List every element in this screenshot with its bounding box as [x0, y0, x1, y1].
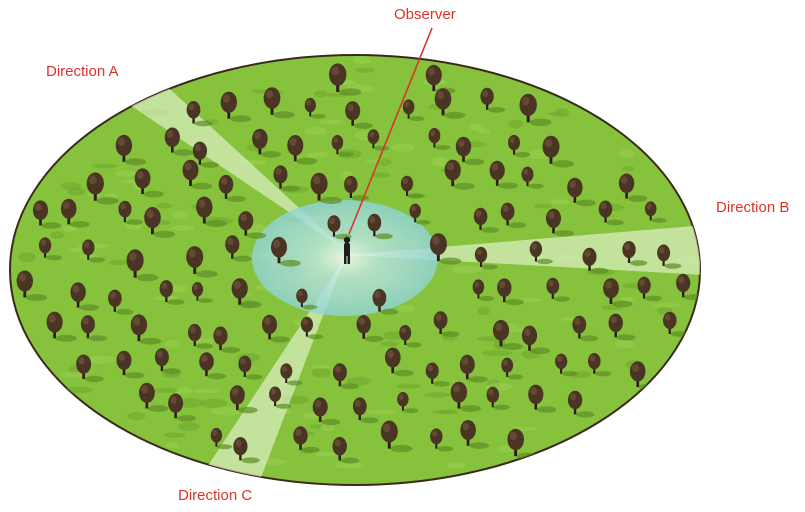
grass-patch	[171, 211, 188, 219]
grass-patch	[431, 157, 448, 167]
grass-patch	[534, 204, 553, 208]
grass-patch	[115, 171, 137, 177]
grass-patch	[156, 203, 172, 209]
grass-patch	[452, 266, 482, 274]
grass-patch	[366, 410, 395, 415]
grass-patch	[166, 443, 179, 448]
direction-c-label: Direction C	[178, 487, 252, 504]
grass-patch	[178, 422, 200, 431]
grass-patch	[109, 260, 127, 265]
grass-patch	[306, 152, 329, 158]
direction-b-label: Direction B	[716, 199, 789, 216]
grass-patch	[508, 120, 523, 129]
grass-patch	[50, 232, 64, 239]
direction-a-label: Direction A	[46, 63, 119, 80]
observer-label: Observer	[394, 6, 456, 23]
grass-patch	[194, 389, 219, 393]
grass-patch	[304, 127, 326, 135]
grass-patch	[312, 365, 330, 369]
grass-patch	[250, 160, 267, 165]
grass-patch	[619, 150, 635, 158]
grass-patch	[127, 412, 145, 420]
grass-patch	[447, 462, 465, 469]
grass-patch	[391, 144, 415, 152]
grass-patch	[319, 120, 343, 125]
grass-patch	[396, 305, 415, 313]
grass-patch	[478, 129, 491, 134]
grass-patch	[314, 91, 327, 97]
grass-patch	[18, 252, 36, 262]
grass-patch	[615, 340, 634, 348]
grass-patch	[652, 303, 681, 307]
grass-patch	[92, 164, 118, 169]
grass-patch	[165, 340, 180, 347]
grass-patch	[152, 388, 178, 393]
forest-field	[10, 55, 708, 485]
grass-patch	[67, 188, 85, 196]
grass-patch	[172, 225, 194, 231]
grass-patch	[200, 399, 227, 408]
grass-patch	[312, 368, 331, 378]
grass-patch	[622, 166, 634, 171]
grass-patch	[355, 68, 375, 73]
grass-patch	[381, 341, 399, 346]
grass-patch	[424, 392, 450, 398]
grass-patch	[432, 410, 456, 414]
grass-patch	[482, 350, 513, 356]
grass-patch	[396, 384, 421, 389]
grass-patch	[352, 56, 371, 64]
grass-patch	[555, 108, 569, 117]
grass-patch	[550, 199, 570, 204]
grass-patch	[477, 306, 490, 315]
grass-patch	[164, 433, 185, 438]
